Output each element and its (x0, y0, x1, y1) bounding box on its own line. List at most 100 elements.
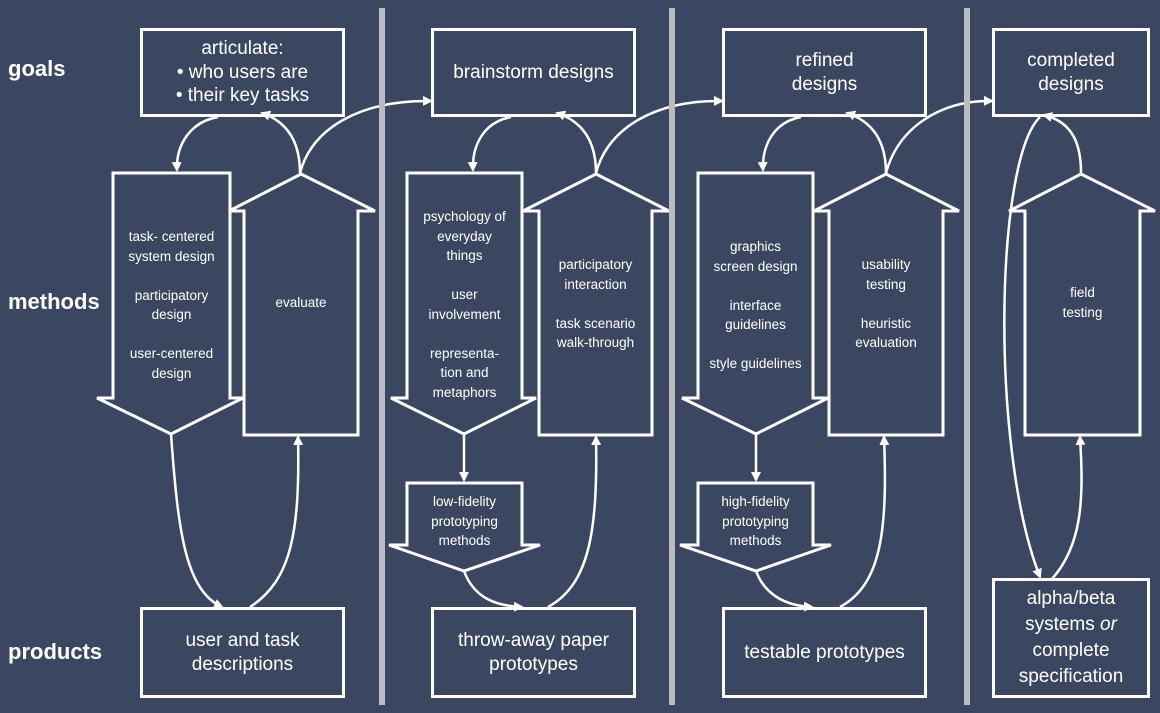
method-text-line: graphics (729, 239, 782, 254)
up-arrow-shape-col2 (522, 172, 670, 437)
product-box-col4: alpha/beta systems or complete specifica… (992, 578, 1150, 698)
product-text-line: alpha/beta (1026, 587, 1116, 609)
prototype-text-line: high-fidelity (721, 494, 790, 509)
up-arrow-text-col1: evaluate (244, 293, 358, 313)
product-text-line: descriptions (191, 653, 294, 675)
goal-box-col1: articulate: • who users are • their key … (140, 28, 345, 117)
method-text-line: task scenario (555, 315, 636, 331)
goal-text-line: • their key tasks (175, 85, 310, 107)
up-arrow-text-col2: participatory interaction task scenario … (539, 255, 652, 353)
connector-up-to-goal-col4 (1042, 112, 1083, 174)
method-text-line: task- centered (128, 229, 215, 244)
method-text-line (113, 266, 230, 286)
product-box-col2: throw-away paper prototypes (431, 607, 636, 698)
product-text-line: user and task (185, 629, 300, 651)
connector-product-to-up-col4 (1051, 435, 1086, 580)
down-arrow-shape-col3 (681, 171, 829, 436)
row-label-goals: goals (8, 56, 66, 81)
product-text-line: complete (1032, 640, 1110, 661)
method-text-line: interface (729, 297, 782, 313)
prototype-text-line: prototyping (431, 513, 498, 529)
prototype-text-line: low-fidelity (432, 494, 497, 509)
method-text-line (698, 276, 813, 296)
phase-divider-1 (379, 8, 385, 705)
connector-goal-to-methods-col3 (757, 115, 802, 172)
row-label-products: products (8, 639, 103, 664)
method-text-line: things (446, 248, 483, 263)
prototype-arrow-text-col2: low-fidelity prototyping methods (407, 492, 522, 551)
goal-text-line: completed (1027, 49, 1115, 71)
method-text-line: representa- (429, 345, 500, 361)
down-arrow-text-col1: task- centered system design participato… (113, 227, 230, 383)
up-arrow-text-col3: usability testing heuristic evaluation (829, 255, 943, 353)
connector-goal-to-product-col4 (1003, 116, 1042, 579)
phase-divider-3 (964, 8, 970, 705)
method-text-line (407, 266, 522, 286)
method-text-line: participatory (134, 287, 209, 303)
method-text-line: testing (866, 276, 906, 292)
method-text-line (407, 324, 522, 344)
method-text-line (698, 335, 813, 355)
connector-goal-to-methods-col1 (171, 115, 219, 172)
method-text-line: style guidelines (709, 356, 802, 371)
prototype-arrow-text-col3: high-fidelity prototyping methods (698, 492, 813, 551)
method-text-line: everyday (437, 228, 492, 244)
product-text-line: prototypes (489, 653, 578, 675)
method-text-line: guidelines (725, 317, 786, 332)
method-text-line: participatory (558, 257, 633, 272)
method-text-line (829, 294, 943, 314)
product-text-line: testable prototypes (744, 641, 905, 663)
connector-product-to-evaluate-col1 (249, 435, 304, 609)
down-arrow-text-col2: psychology of everyday things user invol… (407, 207, 522, 402)
method-text-line: usability (861, 257, 911, 272)
method-text-line: metaphors (432, 384, 497, 400)
connector-up-to-goal-col2 (555, 110, 598, 174)
goal-text-line: brainstorm designs (453, 61, 614, 83)
up-arrow-shape-col1 (228, 172, 376, 437)
goal-text-line: refined (795, 49, 854, 71)
method-text-line: evaluation (855, 335, 917, 350)
connector-product-to-up-col3 (839, 435, 890, 609)
connector-prototype-to-product-col2 (462, 570, 524, 612)
up-arrow-shape-col3 (813, 172, 960, 437)
method-text-line: evaluate (275, 295, 327, 310)
prototype-text-line: prototyping (722, 513, 789, 529)
method-text-line: screen design (713, 258, 798, 274)
connector-col1-to-col2 (298, 95, 433, 174)
method-text-line: design (151, 307, 192, 322)
prototype-arrow-shape-col2 (388, 481, 541, 573)
method-text-line: testing (1062, 304, 1103, 320)
goal-text-line: articulate: (201, 37, 284, 59)
goal-box-col2: brainstorm designs (431, 28, 636, 117)
product-text-line: systems or (1025, 613, 1117, 635)
prototype-text-line: methods (729, 533, 782, 548)
method-text-line: user-centered (129, 346, 214, 361)
goal-text-line: designs (1038, 73, 1104, 95)
method-text-line: system design (128, 248, 215, 264)
goal-box-col3: refined designs (722, 28, 927, 117)
method-text-line: design (151, 365, 192, 381)
connector-methods-to-product-col1 (169, 433, 224, 609)
connector-product-to-up-col2 (547, 435, 602, 609)
method-text-line: psychology of (423, 209, 506, 224)
phase-divider-2 (669, 8, 675, 705)
connector-up-to-goal-col3 (845, 110, 888, 174)
goal-text-line: designs (791, 73, 858, 95)
down-arrow-text-col3: graphics screen design interface guideli… (698, 237, 813, 374)
connector-col3-to-col4 (884, 95, 994, 174)
method-text-line: user (451, 287, 478, 302)
connector-evaluate-to-goal-col1 (260, 110, 302, 174)
connector-goal-to-methods-col2 (467, 115, 512, 172)
row-label-methods: methods (8, 289, 100, 314)
goal-text-line: • who users are (176, 61, 309, 83)
product-box-col1: user and task descriptions (140, 607, 345, 698)
prototype-text-line: methods (438, 533, 491, 548)
method-text-line (539, 294, 652, 314)
prototype-arrow-shape-col3 (679, 481, 832, 573)
connector-prototype-to-product-col3 (754, 570, 814, 612)
method-text-line: field (1070, 285, 1095, 300)
product-text-line: specification (1018, 666, 1124, 688)
up-arrow-text-col4: field testing (1025, 283, 1140, 322)
down-arrow-shape-col2 (390, 171, 537, 436)
